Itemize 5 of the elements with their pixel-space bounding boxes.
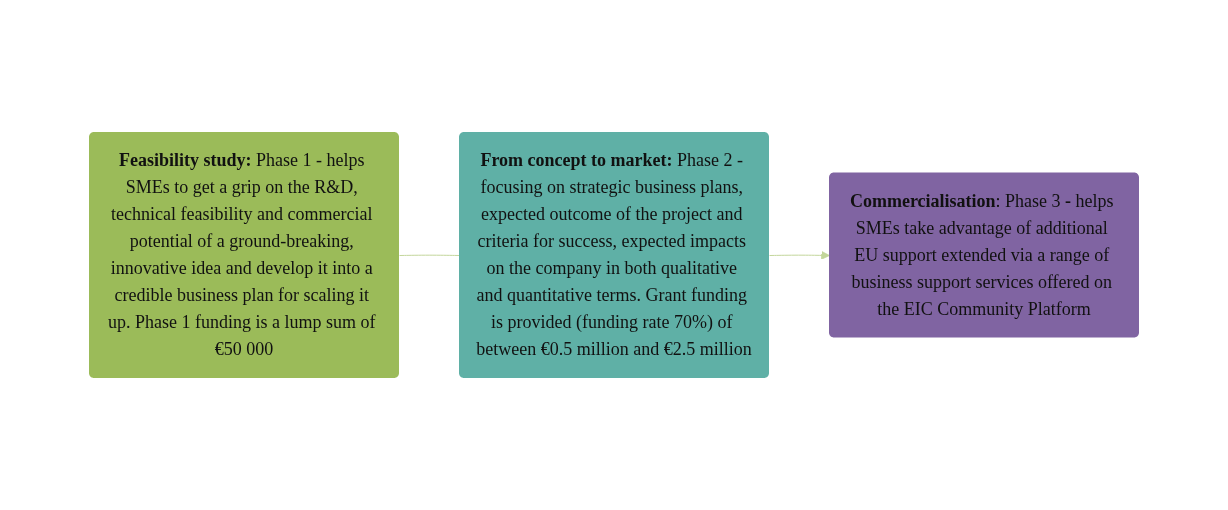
- node-box: From concept to market: Phase 2 - focusing on strategic business plans, expected outcome of the project and criteria for success, expected impacts on the company in both qualitative and quantitative terms. Grant funding is provided (funding rate 70%) of between €0.5 million and €2.5 million: [459, 132, 769, 378]
- node-box: Commercialisation: Phase 3 - helps SMEs take advantage of additional EU support extended via a range of business support services offered on the EIC Community Platform: [829, 172, 1139, 338]
- connector: [399, 254, 460, 256]
- node-box: Feasibility study: Phase 1 - helps SMEs to get a grip on the R&D, technical feasibility and commercial potential of a ground-breaking, innovative idea and develop it into a credible business plan for scaling it up. Phase 1 funding is a lump sum of €50 000: [89, 132, 399, 378]
- arrow: [769, 250, 830, 260]
